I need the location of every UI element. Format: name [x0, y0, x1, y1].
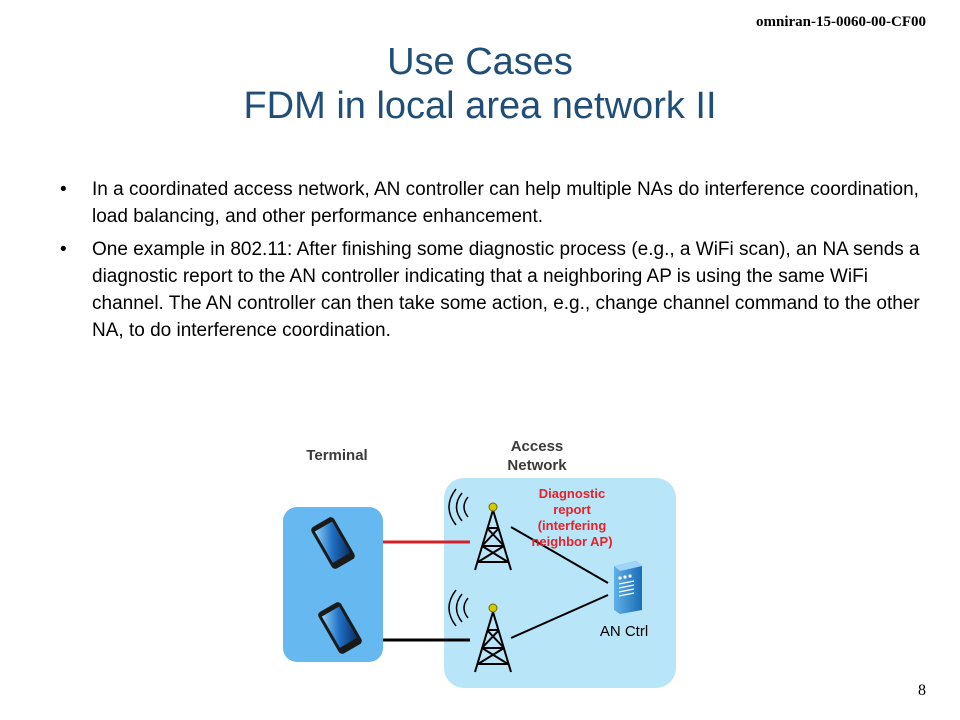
- bullet-text: One example in 802.11: After finishing s…: [92, 239, 920, 341]
- bullet-symbol: •: [60, 179, 67, 200]
- access-network-label-line-1: Access: [511, 438, 564, 455]
- access-network-box: [444, 478, 676, 688]
- document-id: omniran-15-0060-00-CF00: [756, 14, 926, 30]
- ap-controller-link: [510, 526, 609, 584]
- server-icon: [614, 561, 642, 614]
- page-number: 8: [918, 682, 926, 699]
- access-point-tower-icon: [474, 502, 512, 571]
- title-line-1: Use Cases: [387, 41, 573, 83]
- report-label-line-3: (interfering: [538, 518, 607, 533]
- report-label-line-4: neighbor AP): [531, 534, 612, 549]
- wifi-signal-icon: [448, 589, 469, 627]
- bullet-item: • One example in 802.11: After finishing…: [60, 236, 920, 344]
- bullet-symbol: •: [60, 239, 67, 260]
- terminal-label: Terminal: [306, 447, 367, 464]
- title-line-2: FDM in local area network II: [243, 85, 717, 127]
- smartphone-icon: [311, 517, 355, 569]
- smartphone-icon: [318, 602, 362, 654]
- bullet-list: • In a coordinated access network, AN co…: [60, 176, 920, 350]
- access-point-tower-icon: [474, 603, 512, 673]
- bullet-item: • In a coordinated access network, AN co…: [60, 176, 920, 230]
- slide-title: Use Cases FDM in local area network II: [0, 40, 960, 128]
- controller-label: AN Ctrl: [600, 623, 648, 640]
- report-label-line-2: report: [553, 502, 591, 517]
- access-network-label-line-2: Network: [507, 457, 567, 474]
- terminal-box: [283, 507, 383, 662]
- report-label-line-1: Diagnostic: [539, 486, 605, 501]
- ap-controller-link: [510, 594, 609, 639]
- bullet-text: In a coordinated access network, AN cont…: [92, 179, 919, 227]
- wifi-signal-icon: [448, 488, 469, 526]
